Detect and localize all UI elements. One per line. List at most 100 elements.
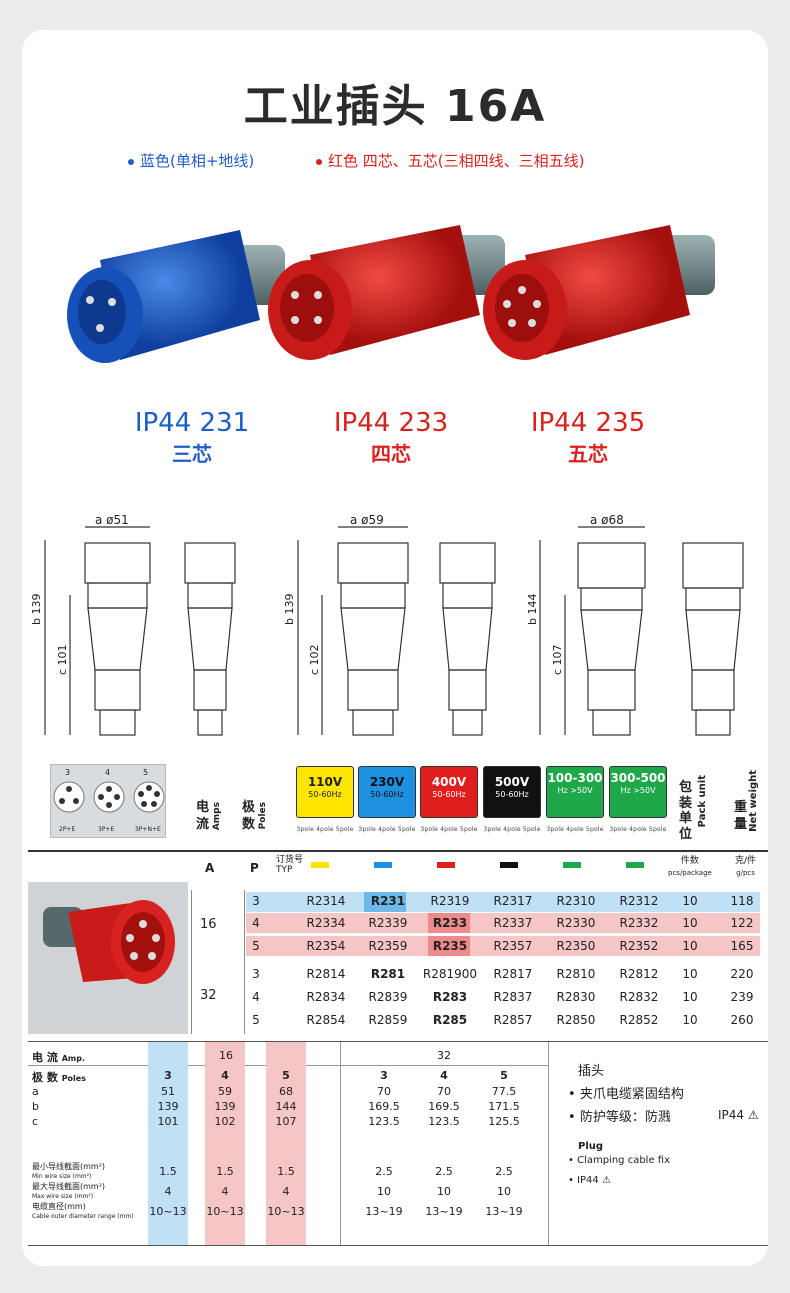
label-weight: 重量 (734, 800, 748, 832)
table-cell: 2.5 (495, 1165, 513, 1178)
row-label: b (32, 1100, 39, 1113)
table-cell: R2359 (368, 939, 408, 953)
label-pack-en: Pack unit (697, 775, 708, 828)
table-cell: R2352 (619, 939, 659, 953)
label-weight-en: Net weight (748, 770, 759, 832)
table-cell: 10 (437, 1185, 451, 1198)
label-poles: 极数 (242, 800, 256, 832)
table-cell: R2850 (556, 1013, 596, 1027)
table-cell: 139 (214, 1100, 236, 1113)
table-cell: 123.5 (368, 1115, 400, 1128)
table-cell: R2852 (619, 1013, 659, 1027)
table-cell: 13~19 (425, 1205, 463, 1218)
dim-b-2: b 139 (283, 593, 296, 625)
row-highlight-5 (246, 936, 760, 956)
dim-c-1: c 101 (56, 644, 69, 675)
dim-b-3: b 144 (526, 593, 539, 625)
row-label: a (32, 1085, 39, 1098)
table-cell: 3 (380, 1069, 388, 1082)
table-cell: 1.5 (159, 1165, 177, 1178)
dim-c-2: c 102 (308, 644, 321, 675)
table-cell: R2814 (306, 967, 346, 981)
table-cell: 4 (440, 1069, 448, 1082)
table-cell: R285 (432, 1013, 468, 1027)
cable-label: 电缆直径(mm)Cable outer diameter range (mm) (32, 1202, 134, 1221)
table-cell: 70 (377, 1085, 391, 1098)
table-cell: 3 (252, 967, 260, 981)
table-cell: 4 (221, 1069, 229, 1082)
swatch-green-2 (626, 862, 644, 868)
poles-300-500: 3pole 4pole 5pole (609, 826, 667, 833)
row-label: c (32, 1115, 39, 1128)
table-cell: 118 (730, 894, 754, 908)
table-cell: 2.5 (375, 1165, 393, 1178)
table-cell: 4 (252, 990, 260, 1004)
table-cell: R2354 (306, 939, 346, 953)
table-cell: 10 (682, 916, 698, 930)
table-cell: R2337 (493, 916, 533, 930)
table-cell: 10 (377, 1185, 391, 1198)
table2-vline-2 (548, 1042, 549, 1245)
features-cn-item-1: • 夹爪电缆紧固结构 (568, 1087, 684, 1102)
table-cell: R2854 (306, 1013, 346, 1027)
table-cell: 1.5 (277, 1165, 295, 1178)
features-cn-item-2: • 防护等级：防溅 (568, 1110, 671, 1125)
plug-red-4-image (268, 225, 505, 360)
dim-b-1: b 139 (30, 593, 43, 625)
poles-100-300: 3pole 4pole 5pole (546, 826, 604, 833)
swatch-black (500, 862, 518, 868)
table-cell: 1.5 (216, 1165, 234, 1178)
table-cell: 107 (275, 1115, 297, 1128)
dim-a-2: a ø59 (350, 513, 384, 527)
table-cell: R2834 (306, 990, 346, 1004)
table-cell: 5 (500, 1069, 508, 1082)
plug-red-5-image (483, 225, 715, 360)
row-highlight-4 (246, 913, 760, 933)
table-cell: R281 (370, 967, 406, 981)
features-en-title: Plug (578, 1141, 604, 1152)
dim-a-1: a ø51 (95, 513, 129, 527)
table-cell: 10 (497, 1185, 511, 1198)
table-cell: R2357 (493, 939, 533, 953)
table-cell: R2332 (619, 916, 659, 930)
poles-110: 3pole 4pole 5pole (296, 826, 354, 833)
table-cell: R2857 (493, 1013, 533, 1027)
table-cell: R233 (432, 916, 468, 930)
features-cn-ip: IP44 ⚠ (718, 1108, 759, 1122)
t2-amp32: 32 (437, 1049, 451, 1062)
table-cell: 169.5 (368, 1100, 400, 1113)
plug-blue-image (67, 230, 285, 363)
poles-500: 3pole 4pole 5pole (483, 826, 541, 833)
swatch-green-1 (563, 862, 581, 868)
table-cell: 144 (275, 1100, 297, 1113)
swatch-yellow (311, 862, 329, 868)
hdr-p: P (250, 861, 259, 875)
table-cell: 68 (279, 1085, 293, 1098)
min-wire-label: 最小导线截面(mm²)Min wire size (mm²) (32, 1162, 106, 1181)
table-cell: R2334 (306, 916, 346, 930)
divider (28, 850, 768, 852)
table-cell: 10 (682, 990, 698, 1004)
table-cell: 3 (164, 1069, 172, 1082)
table-cell: 13~19 (485, 1205, 523, 1218)
table-cell: 3 (252, 894, 260, 908)
t2-poles-label: 极 数 Poles (32, 1071, 86, 1084)
table-cell: 169.5 (428, 1100, 460, 1113)
table2-topline (28, 1041, 768, 1042)
table-cell: R2817 (493, 967, 533, 981)
dim-a-3: a ø68 (590, 513, 624, 527)
table-cell: R2859 (368, 1013, 408, 1027)
subtitle-red: 红色 四芯、五芯(三相四线、三相五线) (316, 150, 584, 171)
subtitle-blue: 蓝色(单相+地线) (128, 150, 254, 171)
swatch-red (437, 862, 455, 868)
